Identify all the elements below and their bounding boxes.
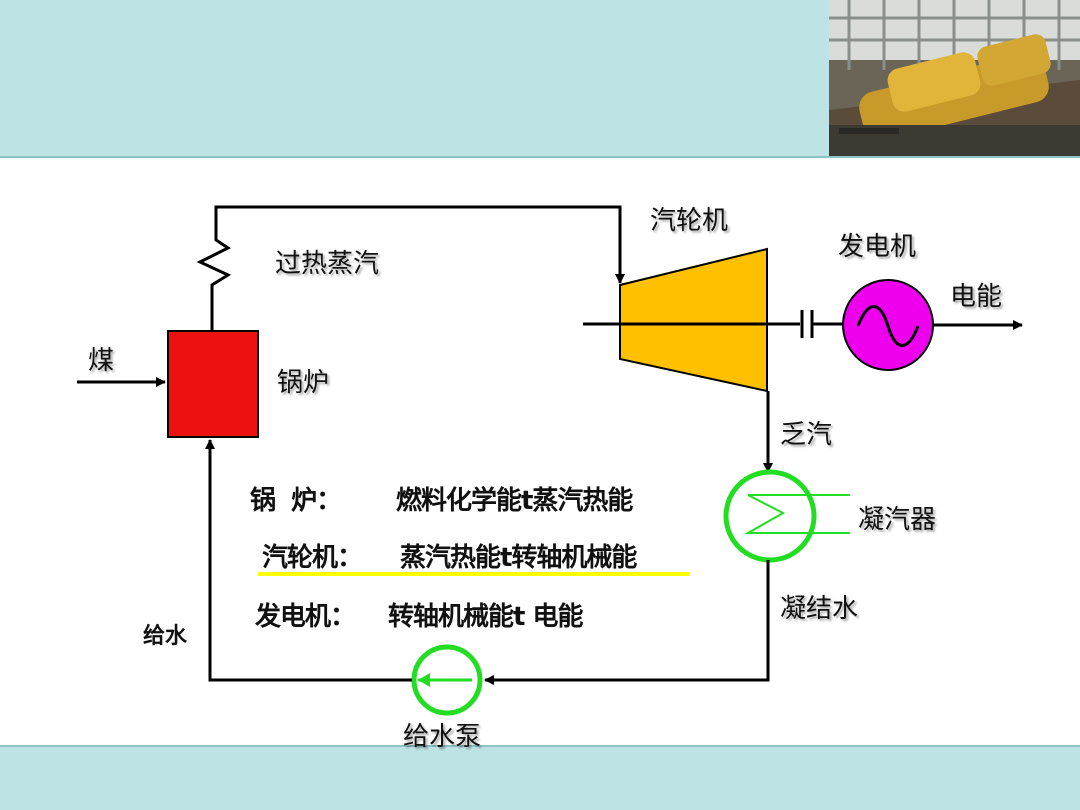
conversion-text-2: 蒸汽热能t转轴机械能 <box>400 537 636 574</box>
turbine-shape <box>620 249 767 391</box>
steam-pipe <box>200 207 620 330</box>
electric-energy-label: 电能 <box>950 276 1002 313</box>
exhaust-steam-label: 乏汽 <box>780 414 832 451</box>
conversion-text-1: 燃料化学能t蒸汽热能 <box>396 480 632 517</box>
feed-pump-label: 给水泵 <box>403 716 481 753</box>
superheated-steam-label: 过热蒸汽 <box>275 243 379 280</box>
turbine-label: 汽轮机 <box>650 200 728 237</box>
conversion-text-3: 转轴机械能t 电能 <box>388 596 582 633</box>
boiler-label: 锅炉 <box>277 362 329 399</box>
coal-label: 煤 <box>88 340 114 377</box>
condenser-label: 凝汽器 <box>858 499 936 536</box>
conversion-device-1: 锅 炉： <box>250 480 341 517</box>
condenser-circle <box>726 472 814 560</box>
condensate-label: 凝结水 <box>780 588 858 625</box>
boiler-box <box>168 331 258 437</box>
conversion-device-3: 发电机： <box>255 596 355 633</box>
feed-water-label: 给水 <box>143 618 187 650</box>
conversion-device-2: 汽轮机： <box>262 537 362 574</box>
generator-label: 发电机 <box>838 226 916 263</box>
